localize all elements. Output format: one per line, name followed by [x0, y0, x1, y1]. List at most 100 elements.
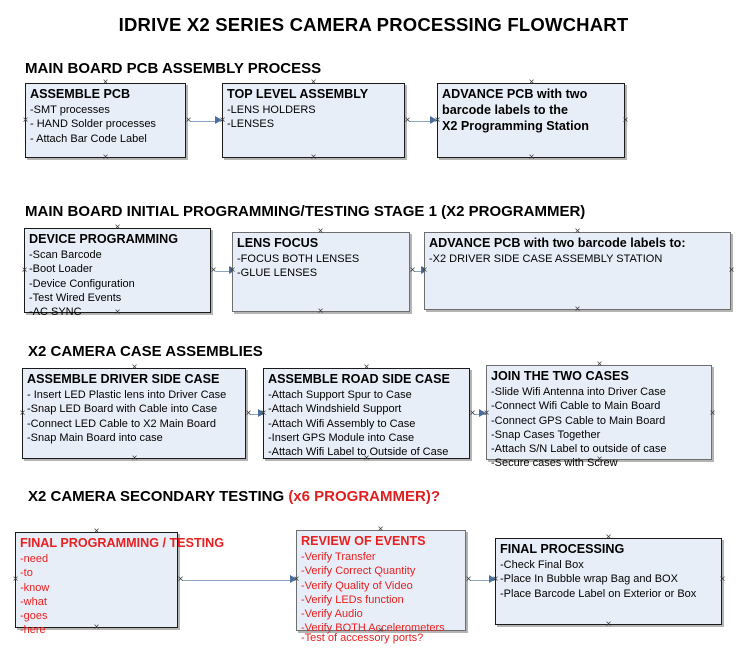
connection-point[interactable] — [309, 153, 318, 162]
connection-point[interactable] — [362, 454, 371, 463]
box-title: ASSEMBLE ROAD SIDE CASE — [268, 372, 450, 386]
connection-point[interactable] — [482, 409, 491, 418]
connection-point[interactable] — [11, 575, 20, 584]
connection-point[interactable] — [113, 223, 122, 232]
connection-point[interactable] — [376, 626, 385, 635]
connection-point[interactable] — [101, 78, 110, 87]
connection-point[interactable] — [18, 409, 27, 418]
box-overflow-line: -Test of accessory ports? — [301, 632, 424, 644]
connection-point[interactable] — [292, 575, 301, 584]
connection-point[interactable] — [573, 305, 582, 314]
box-device-programming[interactable]: DEVICE PROGRAMMING -Scan Barcode -Boot L… — [24, 228, 211, 318]
connection-point[interactable] — [604, 620, 613, 629]
connection-point[interactable] — [376, 525, 385, 534]
box-final-programming-testing[interactable]: FINAL PROGRAMMING / TESTING -need -to -k… — [15, 532, 224, 636]
box-final-processing[interactable]: FINAL PROCESSING -Check Final Box -Place… — [495, 538, 722, 625]
connection-point[interactable] — [228, 266, 237, 275]
box-line: -Connect GPS Cable to Main Board — [491, 414, 666, 427]
box-line: -Verify Transfer — [301, 551, 376, 563]
box-line: -AC SYNC — [29, 306, 82, 319]
box-top-level-assembly[interactable]: TOP LEVEL ASSEMBLY -LENS HOLDERS -LENSES — [222, 83, 405, 158]
connection-point[interactable] — [527, 153, 536, 162]
box-line: -Verify Quality of Video — [301, 579, 413, 592]
box-line: -FOCUS BOTH LENSES — [237, 253, 360, 265]
connection-point[interactable] — [604, 533, 613, 542]
connection-point[interactable] — [316, 227, 325, 236]
connection-point[interactable] — [433, 116, 442, 125]
connector-4-2 — [470, 580, 494, 581]
connection-point[interactable] — [176, 575, 185, 584]
box-line: -Attach Wifi Assembly to Case — [268, 417, 416, 430]
connection-point[interactable] — [468, 409, 477, 418]
connection-point[interactable] — [595, 455, 604, 464]
box-line: -here — [20, 624, 46, 637]
connection-point[interactable] — [184, 116, 193, 125]
connection-point[interactable] — [244, 409, 253, 418]
section-heading-4-text: X2 CAMERA SECONDARY TESTING — [28, 488, 289, 505]
connection-point[interactable] — [362, 363, 371, 372]
box-review-of-events[interactable]: REVIEW OF EVENTS -Verify Transfer -Verif… — [296, 530, 466, 644]
box-line: -Verify Audio — [301, 608, 363, 621]
connection-point[interactable] — [718, 575, 727, 584]
connection-point[interactable] — [408, 266, 417, 275]
box-title: TOP LEVEL ASSEMBLY — [227, 87, 369, 101]
box-line: -Insert GPS Module into Case — [268, 431, 415, 444]
box-title: FINAL PROCESSING — [500, 542, 625, 556]
connection-point[interactable] — [218, 116, 227, 125]
connection-point[interactable] — [101, 153, 110, 162]
box-line: -Connect LED Cable to X2 Main Board — [27, 417, 216, 430]
connection-point[interactable] — [420, 266, 429, 275]
box-line: -Verify Correct Quantity — [301, 565, 416, 578]
box-lens-focus[interactable]: LENS FOCUS -FOCUS BOTH LENSES -GLUE LENS… — [232, 232, 410, 312]
connection-point[interactable] — [708, 409, 717, 418]
connection-point[interactable] — [595, 360, 604, 369]
connection-point[interactable] — [130, 363, 139, 372]
box-line: -LENSES — [227, 118, 275, 131]
box-line: -LENS HOLDERS — [227, 104, 316, 116]
connection-point[interactable] — [316, 307, 325, 316]
box-title: JOIN THE TWO CASES — [491, 369, 629, 383]
box-line: -know — [20, 581, 50, 594]
connection-point[interactable] — [20, 266, 29, 275]
box-title: REVIEW OF EVENTS — [301, 534, 426, 548]
box-join-the-two-cases[interactable]: JOIN THE TWO CASES -Slide Wifi Antenna i… — [486, 365, 712, 469]
box-line: - Insert LED Plastic lens into Driver Ca… — [27, 389, 227, 401]
section-heading-4-suffix: (x6 PROGRAMMER)? — [288, 488, 440, 505]
box-assemble-driver-side-case[interactable]: ASSEMBLE DRIVER SIDE CASE - Insert LED P… — [22, 368, 246, 459]
connector-1-1 — [190, 121, 218, 122]
box-assemble-road-side-case[interactable]: ASSEMBLE ROAD SIDE CASE -Attach Support … — [263, 368, 470, 459]
connection-point[interactable] — [527, 78, 536, 87]
box-line: -Place Barcode Label on Exterior or Box — [500, 587, 697, 600]
box-assemble-pcb[interactable]: ASSEMBLE PCB -SMT processes - HAND Solde… — [25, 83, 186, 158]
section-heading-2-text: MAIN BOARD INITIAL PROGRAMMING/TESTING S… — [25, 203, 586, 220]
box-line: -Attach Windshield Support — [268, 403, 402, 416]
connection-point[interactable] — [491, 575, 500, 584]
connection-point[interactable] — [727, 266, 736, 275]
connection-point[interactable] — [92, 623, 101, 632]
box-advance-pcb-programming-station[interactable]: ADVANCE PCB with two barcode labels to t… — [437, 83, 625, 158]
box-line: -Attach Support Spur to Case — [268, 389, 412, 401]
box-advance-pcb-driver-side-case[interactable]: ADVANCE PCB with two barcode labels to: … — [424, 232, 731, 310]
box-line: -Attach S/N Label to outside of case — [491, 443, 667, 456]
connection-point[interactable] — [209, 266, 218, 275]
connection-point[interactable] — [259, 409, 268, 418]
box-line: -Connect Wifi Cable to Main Board — [491, 400, 661, 413]
connector-2-1 — [216, 271, 234, 272]
box-line: -Device Configuration — [29, 277, 135, 290]
connection-point[interactable] — [113, 308, 122, 317]
box-line: -Boot Loader — [29, 263, 93, 276]
section-heading-3-text: X2 CAMERA CASE ASSEMBLIES — [28, 343, 263, 360]
connection-point[interactable] — [130, 454, 139, 463]
connection-point[interactable] — [573, 227, 582, 236]
connection-point[interactable] — [464, 575, 473, 584]
section-heading-1: MAIN BOARD PCB ASSEMBLY PROCESS — [25, 60, 321, 77]
connection-point[interactable] — [403, 116, 412, 125]
connection-point[interactable] — [309, 78, 318, 87]
box-line: -GLUE LENSES — [237, 267, 318, 280]
connection-point[interactable] — [92, 527, 101, 536]
connection-point[interactable] — [21, 116, 30, 125]
connection-point[interactable] — [621, 116, 630, 125]
section-heading-2: MAIN BOARD INITIAL PROGRAMMING/TESTING S… — [25, 203, 585, 220]
box-line: -Attach Wifi Label to Outside of Case — [268, 446, 449, 459]
